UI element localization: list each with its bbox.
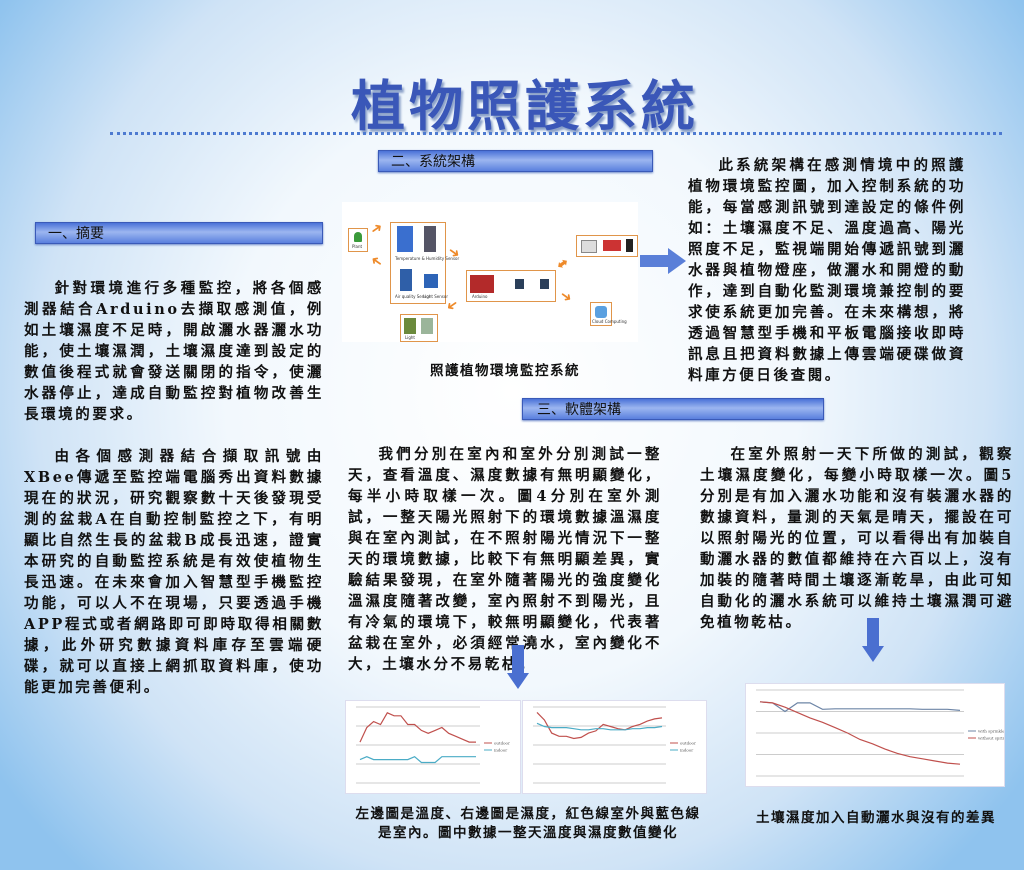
software-description-soil: 在室外照射一天下所做的測試，觀察土壤濕度變化，每變小時取樣一次。圖5分別是有加入… <box>700 446 1014 631</box>
air-sensor-image <box>400 269 412 291</box>
legend-label: outdoor <box>494 741 510 746</box>
tablet-image <box>603 240 621 251</box>
right-arrow-icon <box>640 248 686 274</box>
legend-label: outdoor <box>680 741 696 746</box>
series-line-outdoor <box>359 712 476 743</box>
legend-label: with sprinkler <box>978 729 1005 734</box>
light-sensor-image <box>424 274 438 288</box>
title-divider <box>110 132 1002 135</box>
orange-arrow-icon: ➜ <box>556 287 576 307</box>
down-arrow-icon <box>507 645 529 689</box>
abstract-paragraph-1: 針對環境進行多種監控，將各個感測器結合Arduino去擷取感測值，例如土壤濕度不… <box>24 280 324 423</box>
light-image <box>404 318 416 334</box>
legend-label: indoor <box>494 748 507 753</box>
section-header-architecture: 二、系統架構 <box>378 150 653 172</box>
series-line-outdoor <box>536 711 663 740</box>
series-line-indoor <box>536 722 663 731</box>
charts-caption-soil: 土壤濕度加入自動灑水與沒有的差異 <box>756 810 996 826</box>
software-description-indoor-outdoor: 我們分別在室內和室外分別測試一整天，查看溫度、濕度數據有無明顯變化，每半小時取樣… <box>348 446 662 673</box>
section-header-software: 三、軟體架構 <box>522 398 824 420</box>
humidity-chart: outdoor indoor <box>522 700 707 794</box>
coordinator-image <box>540 279 549 289</box>
diagram-caption: 照護植物環境監控系統 <box>430 363 580 379</box>
series-line-without-sprinkler <box>759 701 961 765</box>
pc-image <box>581 240 597 253</box>
transmission-box: Arduino <box>466 270 556 302</box>
plant-label: Plant <box>352 244 363 249</box>
poster-title: 植物照護系統 <box>351 74 699 138</box>
cloud-box: Cloud Computing <box>590 302 627 326</box>
plant-box: Plant <box>348 228 368 252</box>
legend-label: indoor <box>680 748 693 753</box>
arduino-label: Arduino <box>472 294 488 299</box>
abstract-paragraph-2: 由各個感測器結合擷取訊號由XBee傳遞至監控端電腦秀出資料數據現在的狀況，研究觀… <box>24 448 324 696</box>
soil-moisture-chart: with sprinkler without sprinkler <box>745 683 1005 787</box>
temperature-chart: outdoor indoor <box>345 700 521 794</box>
sprinkler-image <box>421 318 433 334</box>
orange-arrow-icon: ➜ <box>442 295 462 315</box>
cloud-icon <box>595 306 607 318</box>
cloud-label: Cloud Computing <box>592 319 627 324</box>
air-sensor-label: Air quality Sensor <box>395 294 431 299</box>
charts-caption-temp-humidity: 左邊圖是溫度、右邊圖是濕度，紅色線室外與藍色線是室內。圖中數據一整天溫度與濕度數… <box>355 806 701 841</box>
down-arrow-icon <box>862 618 884 662</box>
plant-icon <box>354 232 362 242</box>
temperature-sensor-label: Temperature & Humidity Sensor <box>395 256 460 261</box>
temperature-sensor-image <box>397 226 413 252</box>
series-line-indoor <box>359 756 476 764</box>
system-architecture-diagram: Plant Temperature & Humidity Sensor Air … <box>342 202 638 342</box>
architecture-description: 此系統架構在感測情境中的照護植物環境監控圖，加入控制系統的功能，每當感測訊號到達… <box>688 157 966 384</box>
section-header-abstract: 一、摘要 <box>35 222 323 244</box>
control-module-box: Light <box>400 314 438 342</box>
orange-arrow-icon: ⬌ <box>553 254 573 274</box>
light-sensor-label: Light Sensor <box>423 294 448 299</box>
moisture-sensor-image <box>424 226 436 252</box>
orange-arrow-icon: ➜ <box>367 219 387 239</box>
sensor-module-box: Temperature & Humidity Sensor Air qualit… <box>390 222 459 304</box>
monitor-box <box>576 235 638 257</box>
light-label: Light <box>405 335 415 340</box>
xbee-image <box>515 279 524 289</box>
phone-image <box>626 239 633 252</box>
orange-arrow-icon: ➜ <box>367 251 387 271</box>
series-line-with-sprinkler <box>759 701 961 713</box>
arduino-image <box>470 275 494 293</box>
legend-label: without sprinkler <box>978 736 1005 741</box>
